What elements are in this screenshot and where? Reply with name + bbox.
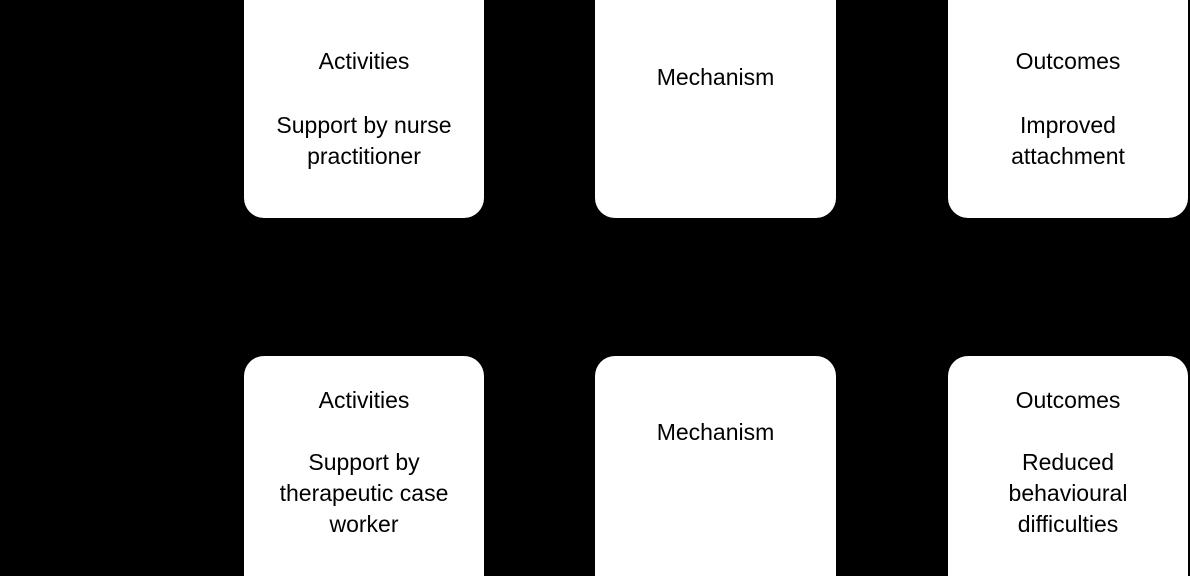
- node-title: Mechanism: [656, 419, 775, 445]
- node-title: Outcomes: [1015, 387, 1121, 413]
- node-title: Activities: [318, 387, 410, 413]
- node-mechanism-therapeutic-case-worker[interactable]: Mechanism: [595, 356, 836, 576]
- node-detail: Support by nurse practitioner: [276, 112, 452, 169]
- node-detail: Reduced behavioural difficulties: [1008, 449, 1128, 537]
- node-activities-nurse-practitioner[interactable]: Activities Support by nurse practitioner: [244, 0, 484, 218]
- node-detail: Support by therapeutic case worker: [279, 449, 449, 537]
- node-title: Mechanism: [656, 64, 775, 90]
- node-mechanism-nurse-practitioner[interactable]: Mechanism: [595, 0, 836, 218]
- node-title: Activities: [318, 48, 410, 74]
- node-activities-therapeutic-case-worker[interactable]: Activities Support by therapeutic case w…: [244, 356, 484, 576]
- node-title: Outcomes: [1015, 48, 1121, 74]
- node-outcomes-reduced-behavioural-difficulties[interactable]: Outcomes Reduced behavioural difficultie…: [948, 356, 1188, 576]
- node-detail: Improved attachment: [1011, 112, 1125, 169]
- node-outcomes-improved-attachment[interactable]: Outcomes Improved attachment: [948, 0, 1188, 218]
